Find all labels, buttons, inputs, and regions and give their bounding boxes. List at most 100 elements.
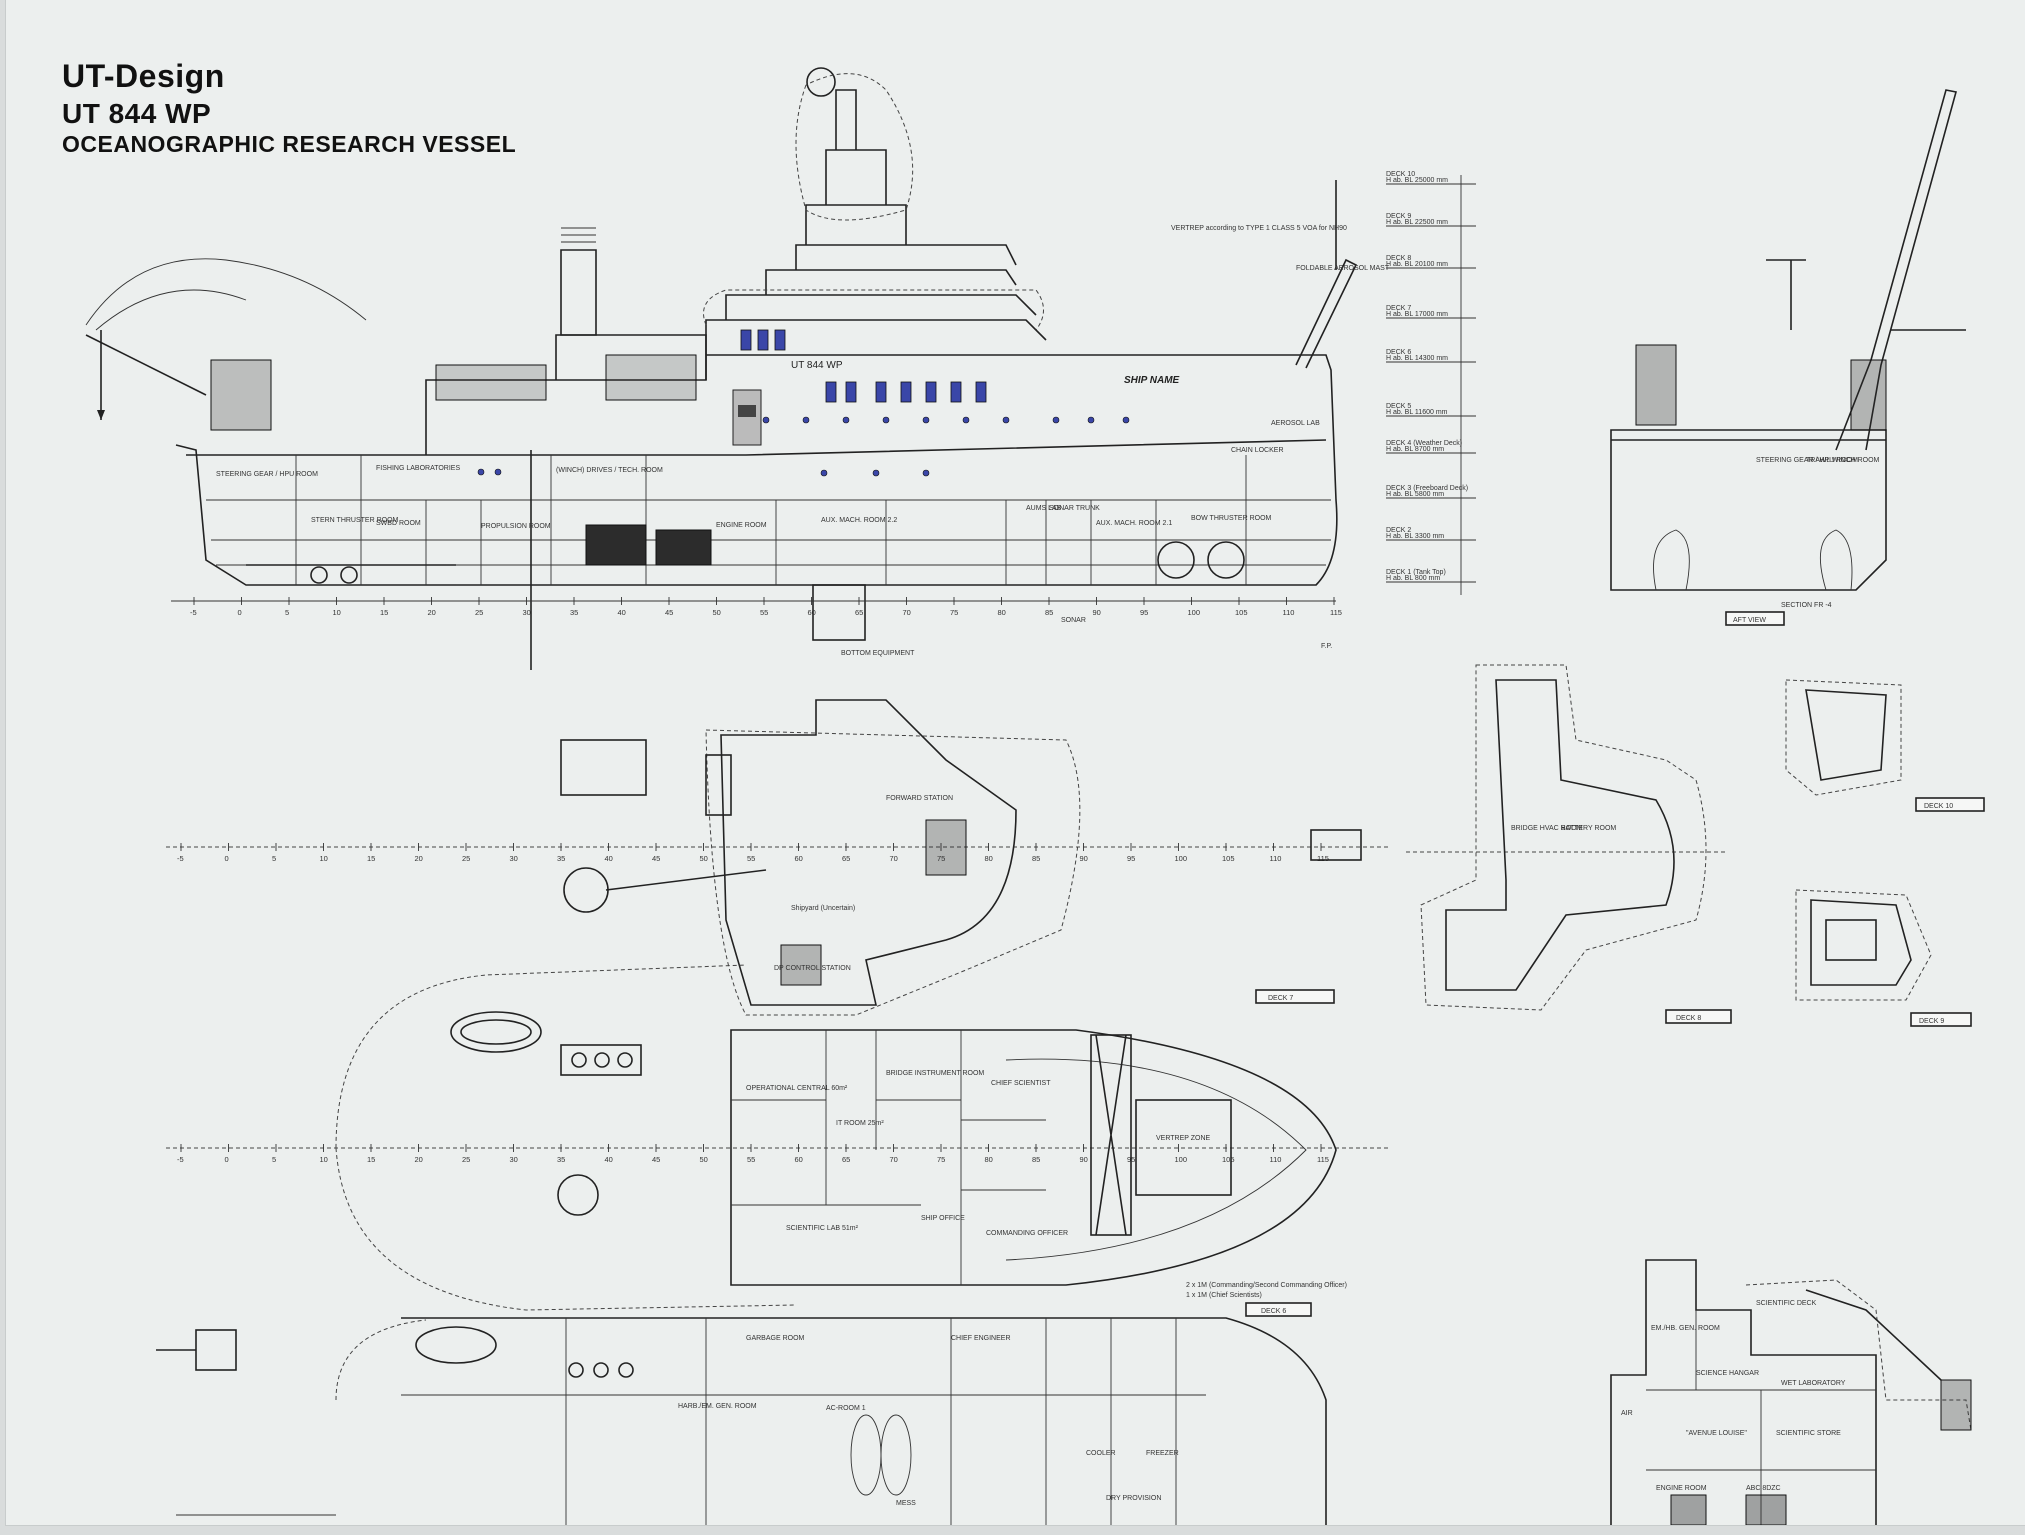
plan-axis-tick-label: 10 — [320, 854, 328, 863]
profile-room-label: AUX. MACH. ROOM 2.1 — [1096, 520, 1172, 527]
frame-axis-tick-label: 25 — [475, 608, 483, 617]
deck-height-name: DECK 3 (Freeboard Deck) — [1386, 485, 1468, 492]
plan-axis-tick-label: 50 — [700, 1155, 708, 1164]
deck-height-value: H ab. BL 3300 mm — [1386, 533, 1444, 540]
deck6-room-label: VERTREP ZONE — [1156, 1135, 1211, 1142]
sonar-note: SONAR — [1061, 617, 1086, 624]
deck6-note-1: 2 x 1M (Commanding/Second Commanding Off… — [1186, 1282, 1347, 1289]
deck-height-name: DECK 7 — [1386, 305, 1411, 312]
frame-axis-tick-label: 115 — [1330, 608, 1342, 617]
plan-axis-tick-label: 75 — [937, 854, 945, 863]
plan-axis-tick-label: 70 — [890, 1155, 898, 1164]
section-room-label: AIR — [1621, 1410, 1633, 1417]
deck-height-name: DECK 10 — [1386, 171, 1415, 178]
frame-axis-tick-label: 90 — [1093, 608, 1101, 617]
plan-axis-tick-label: 55 — [747, 1155, 755, 1164]
aft-view: STEERING GEAR / HPU ROOM TRAWL WINCH ROO… — [1610, 89, 1966, 626]
hull-marking: UT 844 WP — [791, 360, 843, 371]
frame-axis-tick-label: 40 — [618, 608, 626, 617]
deck-height-name: DECK 2 — [1386, 527, 1411, 534]
plan-axis-tick-label: -5 — [177, 1155, 184, 1164]
plan-axis-tick-label: 30 — [510, 854, 518, 863]
deck5-room-label: DRY PROVISION — [1106, 1495, 1161, 1502]
plan-axis-tick-label: 100 — [1175, 1155, 1188, 1164]
frame-axis-tick-label: 95 — [1140, 608, 1148, 617]
plan-axis-tick-label: 105 — [1222, 1155, 1235, 1164]
plan-axis-tick-label: 90 — [1080, 854, 1088, 863]
deck6-room-label: SCIENTIFIC LAB 51m² — [786, 1225, 859, 1232]
plan-axis-tick-label: 5 — [272, 1155, 276, 1164]
deck6-room-label: IT ROOM 25m² — [836, 1120, 884, 1127]
blueprint-drawing: UT 844 WP SHIP NAME STEERING GEAR / HPU … — [85, 67, 1985, 1525]
vertrep-note: VERTREP according to TYPE 1 CLASS 5 VOA … — [1171, 225, 1347, 232]
frame-axis-tick-label: 10 — [333, 608, 341, 617]
plan-axis-tick-label: -5 — [177, 854, 184, 863]
bottom-equipment-note: BOTTOM EQUIPMENT — [841, 650, 915, 657]
deck7-room-shipyard: Shipyard (Uncertain) — [791, 905, 855, 912]
profile-view: UT 844 WP SHIP NAME STEERING GEAR / HPU … — [85, 67, 1476, 670]
deck7-room-dp: DP CONTROL STATION — [774, 965, 851, 972]
frame-axis-tick-label: 65 — [855, 608, 863, 617]
deck-height-name: DECK 5 — [1386, 403, 1411, 410]
deck5-room-label: CHIEF ENGINEER — [951, 1335, 1011, 1342]
ship-name-label: SHIP NAME — [1124, 375, 1180, 386]
deck5-room-label: GARBAGE ROOM — [746, 1335, 805, 1342]
plan-axis-tick-label: 105 — [1222, 854, 1235, 863]
aft-room-steering: STEERING GEAR / HPU ROOM — [1756, 457, 1858, 464]
deck5-room-label: MESS — [896, 1500, 916, 1507]
plan-axis-tick-label: 20 — [415, 854, 423, 863]
plan-axis-tick-label: 15 — [367, 854, 375, 863]
plan-axis-tick-label: 95 — [1127, 854, 1135, 863]
frame-axis-tick-label: 80 — [998, 608, 1006, 617]
profile-room-label: AUMS LAB — [1026, 505, 1062, 512]
frame-axis-tick-label: 110 — [1283, 608, 1295, 617]
frame-axis-tick-label: 100 — [1188, 608, 1201, 617]
deck-height-value: H ab. BL 800 mm — [1386, 575, 1440, 582]
profile-room-label: (WINCH) DRIVES / TECH. ROOM — [556, 467, 663, 474]
plan-axis-tick-label: 45 — [652, 854, 660, 863]
fp-label: F.P. — [1321, 643, 1332, 650]
profile-room-label: AUX. MACH. ROOM 2.2 — [821, 517, 897, 524]
plan-axis-tick-label: 35 — [557, 1155, 565, 1164]
frame-axis-tick-label: -5 — [190, 608, 197, 617]
frame-axis-tick-label: 35 — [570, 608, 578, 617]
section-room-label: EM./HB. GEN. ROOM — [1651, 1325, 1720, 1332]
frame-axis-tick-label: 0 — [238, 608, 242, 617]
frame-axis-tick-label: 45 — [665, 608, 673, 617]
frame-axis-tick-label: 30 — [523, 608, 531, 617]
deck9-label: DECK 9 — [1919, 1018, 1944, 1025]
model-title: UT 844 WP — [62, 98, 212, 129]
deck5-room-label: HARB./EM. GEN. ROOM — [678, 1403, 757, 1410]
plan-axis-tick-label: 60 — [795, 854, 803, 863]
plan-axis-tick-label: 0 — [225, 1155, 229, 1164]
deck7-room-forward: FORWARD STATION — [886, 795, 953, 802]
portholes — [477, 416, 1130, 477]
profile-room-label: AEROSOL LAB — [1271, 420, 1320, 427]
deck-height-value: H ab. BL 5800 mm — [1386, 491, 1444, 498]
plan-axis-tick-label: 115 — [1317, 854, 1329, 863]
plan-axis-tick-label: 75 — [937, 1155, 945, 1164]
profile-room-label: STEERING GEAR / HPU ROOM — [216, 471, 318, 478]
plan-axis-tick-label: 5 — [272, 854, 276, 863]
frame-axis-tick-label: 60 — [808, 608, 816, 617]
frame-axis-tick-label: 70 — [903, 608, 911, 617]
deck6-room-label: BRIDGE INSTRUMENT ROOM — [886, 1070, 984, 1077]
section-room-label: "AVENUE LOUISE" — [1686, 1430, 1747, 1437]
plan-axis-tick-label: 30 — [510, 1155, 518, 1164]
deck6-room-label: OPERATIONAL CENTRAL 60m² — [746, 1085, 848, 1092]
deck5-room-label: COOLER — [1086, 1450, 1116, 1457]
deck-height-value: H ab. BL 22500 mm — [1386, 219, 1448, 226]
company-title: UT-Design — [62, 58, 225, 94]
plan-axis-tick-label: 70 — [890, 854, 898, 863]
deck-height-value: H ab. BL 20100 mm — [1386, 261, 1448, 268]
deck10-label: DECK 10 — [1924, 803, 1953, 810]
plan-axis-tick-label: 110 — [1270, 1155, 1282, 1164]
plan-axis-tick-label: 0 — [225, 854, 229, 863]
profile-room-label: CHAIN LOCKER — [1231, 447, 1284, 454]
deck-height-name: DECK 4 (Weather Deck) — [1386, 440, 1462, 447]
section-room-label: SCIENCE HANGAR — [1696, 1370, 1759, 1377]
